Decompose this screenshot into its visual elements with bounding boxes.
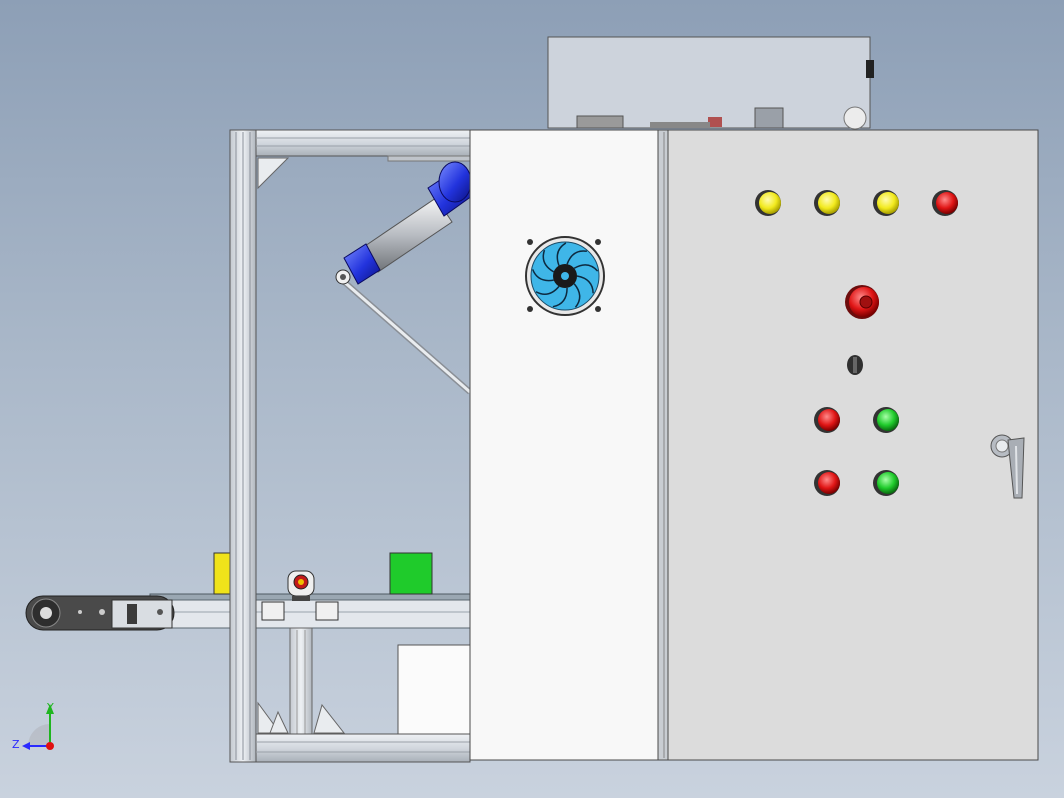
emergency-stop-button[interactable]	[845, 285, 879, 319]
fan-blade	[573, 283, 581, 308]
axis-y-label: Y	[46, 701, 54, 714]
start-button-2[interactable]	[873, 470, 899, 496]
fan-blade	[576, 275, 594, 294]
cabinet-door-left	[469, 129, 661, 761]
lower-box	[397, 644, 471, 736]
fan-blade	[535, 285, 560, 296]
fan-blade	[566, 250, 587, 265]
door-handle-icon[interactable]	[990, 434, 1025, 499]
fan-blade	[531, 269, 554, 282]
fan-blade	[556, 242, 567, 266]
pilot-light-3	[873, 190, 899, 216]
top-junction-box	[547, 36, 874, 130]
start-button-1[interactable]	[873, 407, 899, 433]
cooling-fan	[525, 236, 605, 316]
product-green	[389, 552, 433, 595]
stop-button-1[interactable]	[814, 407, 840, 433]
product-yellow	[213, 552, 231, 595]
coordinate-triad-icon: Y Z	[12, 701, 54, 751]
axis-z-label: Z	[12, 738, 20, 751]
fan-blade	[573, 264, 599, 272]
fan-blade	[542, 249, 555, 273]
fan-blade	[552, 287, 568, 308]
selector-switch[interactable]	[847, 355, 863, 375]
conveyor-sensor	[287, 570, 315, 737]
pilot-light-4	[932, 190, 958, 216]
pneumatic-actuator	[335, 161, 473, 395]
control-cabinet-door	[667, 129, 1039, 761]
pilot-light-1	[755, 190, 781, 216]
stop-button-2[interactable]	[814, 470, 840, 496]
pilot-light-2	[814, 190, 840, 216]
aluminum-frame	[229, 129, 471, 763]
